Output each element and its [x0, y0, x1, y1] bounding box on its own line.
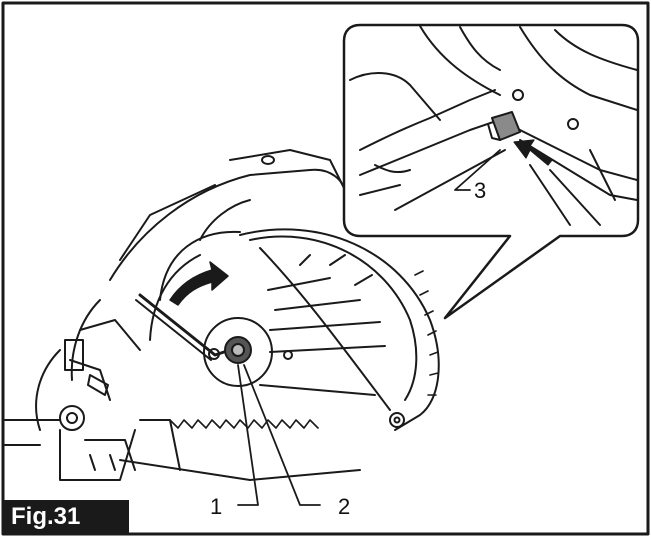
- leader-line-3: [454, 149, 501, 191]
- blade-teeth: [169, 419, 319, 429]
- rotation-arrow: [169, 261, 229, 306]
- callout-number-2: 2: [338, 494, 351, 519]
- callout-number-1: 1: [210, 494, 223, 519]
- inset-callout: [342, 23, 640, 320]
- hex-wrench-and-bolt: [135, 293, 293, 364]
- base-assembly: [4, 339, 361, 481]
- figure-label: Fig.31: [3, 500, 129, 534]
- shaft-lock-lever: [491, 111, 521, 141]
- saw-blade: [149, 230, 273, 387]
- blade-guard: [239, 228, 440, 431]
- leader-line-1: [237, 364, 259, 506]
- leader-line-2: [243, 364, 321, 506]
- push-arrow: [513, 139, 553, 166]
- saw-body: [35, 149, 351, 431]
- callout-number-3: 3: [474, 178, 487, 203]
